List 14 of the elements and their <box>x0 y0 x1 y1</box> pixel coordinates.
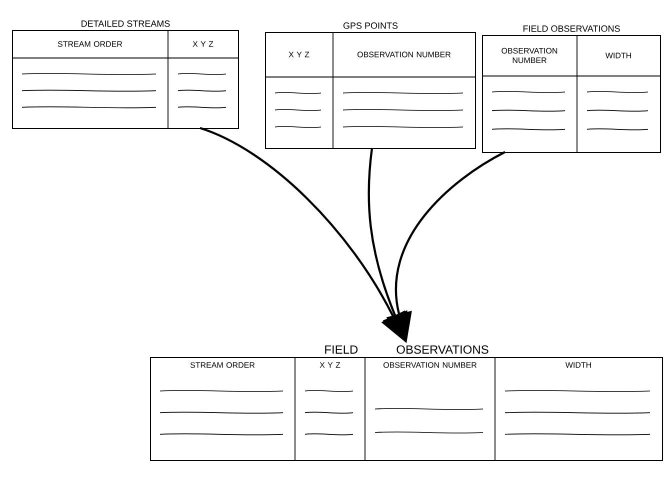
node-label: GPS POINTS <box>343 22 398 29</box>
column-header: OBSERVATION NUMBER <box>383 362 477 368</box>
column-header: WIDTH <box>565 362 591 368</box>
column-header: X Y Z <box>320 362 340 368</box>
column-header: STREAM ORDER <box>190 362 255 368</box>
column-header: OBSERVATION NUMBER <box>502 48 558 64</box>
column-header: WIDTH <box>605 52 631 58</box>
column-header: X Y Z <box>288 52 310 58</box>
column-header: STREAM ORDER <box>58 41 122 47</box>
node-label: FIELD OBSERVATIONS <box>523 25 620 32</box>
node-label: DETAILED STREAMS <box>82 20 170 27</box>
column-header: OBSERVATION NUMBER <box>357 52 451 58</box>
column-header: X Y Z <box>192 41 214 47</box>
node-label: FIELD OBSERVATIONS <box>325 345 488 354</box>
